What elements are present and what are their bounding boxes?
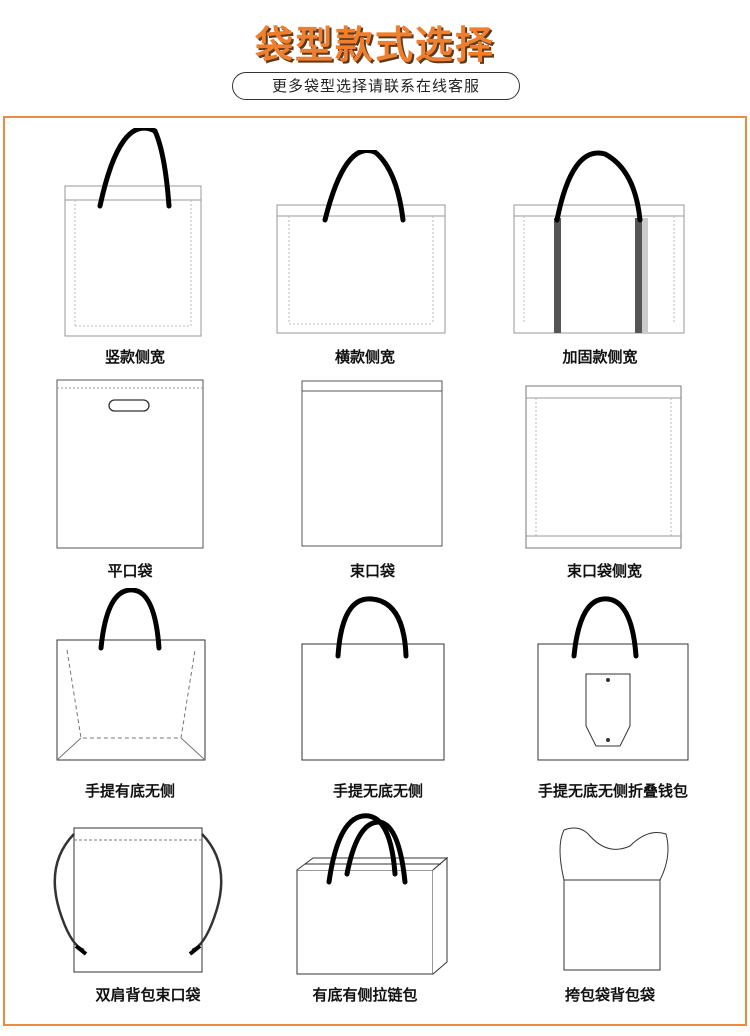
- bag-label: 束口袋侧宽: [566, 562, 642, 580]
- reinforced-side-gusset-bag-icon: [513, 150, 685, 334]
- bag-label: 手提有底无侧: [84, 782, 175, 800]
- bag-label: 手提无底无侧: [332, 782, 423, 800]
- bag-label: 平口袋: [107, 562, 153, 580]
- bag-label: 束口袋: [349, 562, 395, 580]
- bag-label: 加固款侧宽: [562, 348, 638, 366]
- bag-card-reinforced-gusset[interactable]: 加固款侧宽: [510, 150, 690, 368]
- zipper-bag-icon: [296, 813, 449, 975]
- bag-card-die-cut[interactable]: 平口袋: [55, 378, 215, 580]
- bag-card-zipper[interactable]: 有底有侧拉链包: [295, 812, 455, 1008]
- catalog-frame: [3, 116, 747, 1026]
- bag-label: 横款侧宽: [334, 348, 395, 366]
- vest-carrier-bag-icon: [559, 827, 669, 971]
- horizontal-side-gusset-bag-icon: [276, 150, 446, 334]
- die-cut-flat-bag-icon: [56, 379, 204, 549]
- tote-with-base-icon: [56, 588, 206, 761]
- page-title: 袋型款式选择: [254, 23, 495, 67]
- foldable-tote-wallet-icon: [537, 596, 689, 761]
- bag-card-horizontal-gusset[interactable]: 横款侧宽: [275, 150, 455, 368]
- bag-card-foldable-tote[interactable]: 手提无底无侧折叠钱包: [508, 596, 718, 800]
- bag-card-drawstring-gusset[interactable]: 束口袋侧宽: [522, 378, 687, 580]
- bag-label: 双肩背包束口袋: [95, 986, 201, 1004]
- bag-card-tote-base[interactable]: 手提有底无侧: [55, 588, 215, 800]
- bag-label: 挎包袋背包袋: [564, 986, 655, 1004]
- bag-label: 手提无底无侧折叠钱包: [537, 782, 688, 800]
- drawstring-pouch-gusset-icon: [525, 385, 682, 549]
- bag-card-vest-carrier[interactable]: 挎包袋背包袋: [550, 826, 680, 1008]
- bag-card-drawstring[interactable]: 束口袋: [300, 378, 445, 580]
- vertical-side-gusset-bag-icon: [64, 128, 202, 337]
- tote-flat-icon: [301, 596, 445, 761]
- bag-label: 有底有侧拉链包: [312, 986, 418, 1004]
- bag-card-tote-flat[interactable]: 手提无底无侧: [298, 596, 458, 800]
- drawstring-backpack-icon: [53, 827, 223, 973]
- bag-label: 竖款侧宽: [104, 348, 165, 366]
- bag-card-vertical-gusset[interactable]: 竖款侧宽: [55, 128, 215, 368]
- subtitle-pill: 更多袋型选择请联系在线客服: [232, 72, 520, 100]
- bag-card-backpack[interactable]: 双肩背包束口袋: [48, 826, 228, 1008]
- drawstring-pouch-icon: [301, 380, 443, 547]
